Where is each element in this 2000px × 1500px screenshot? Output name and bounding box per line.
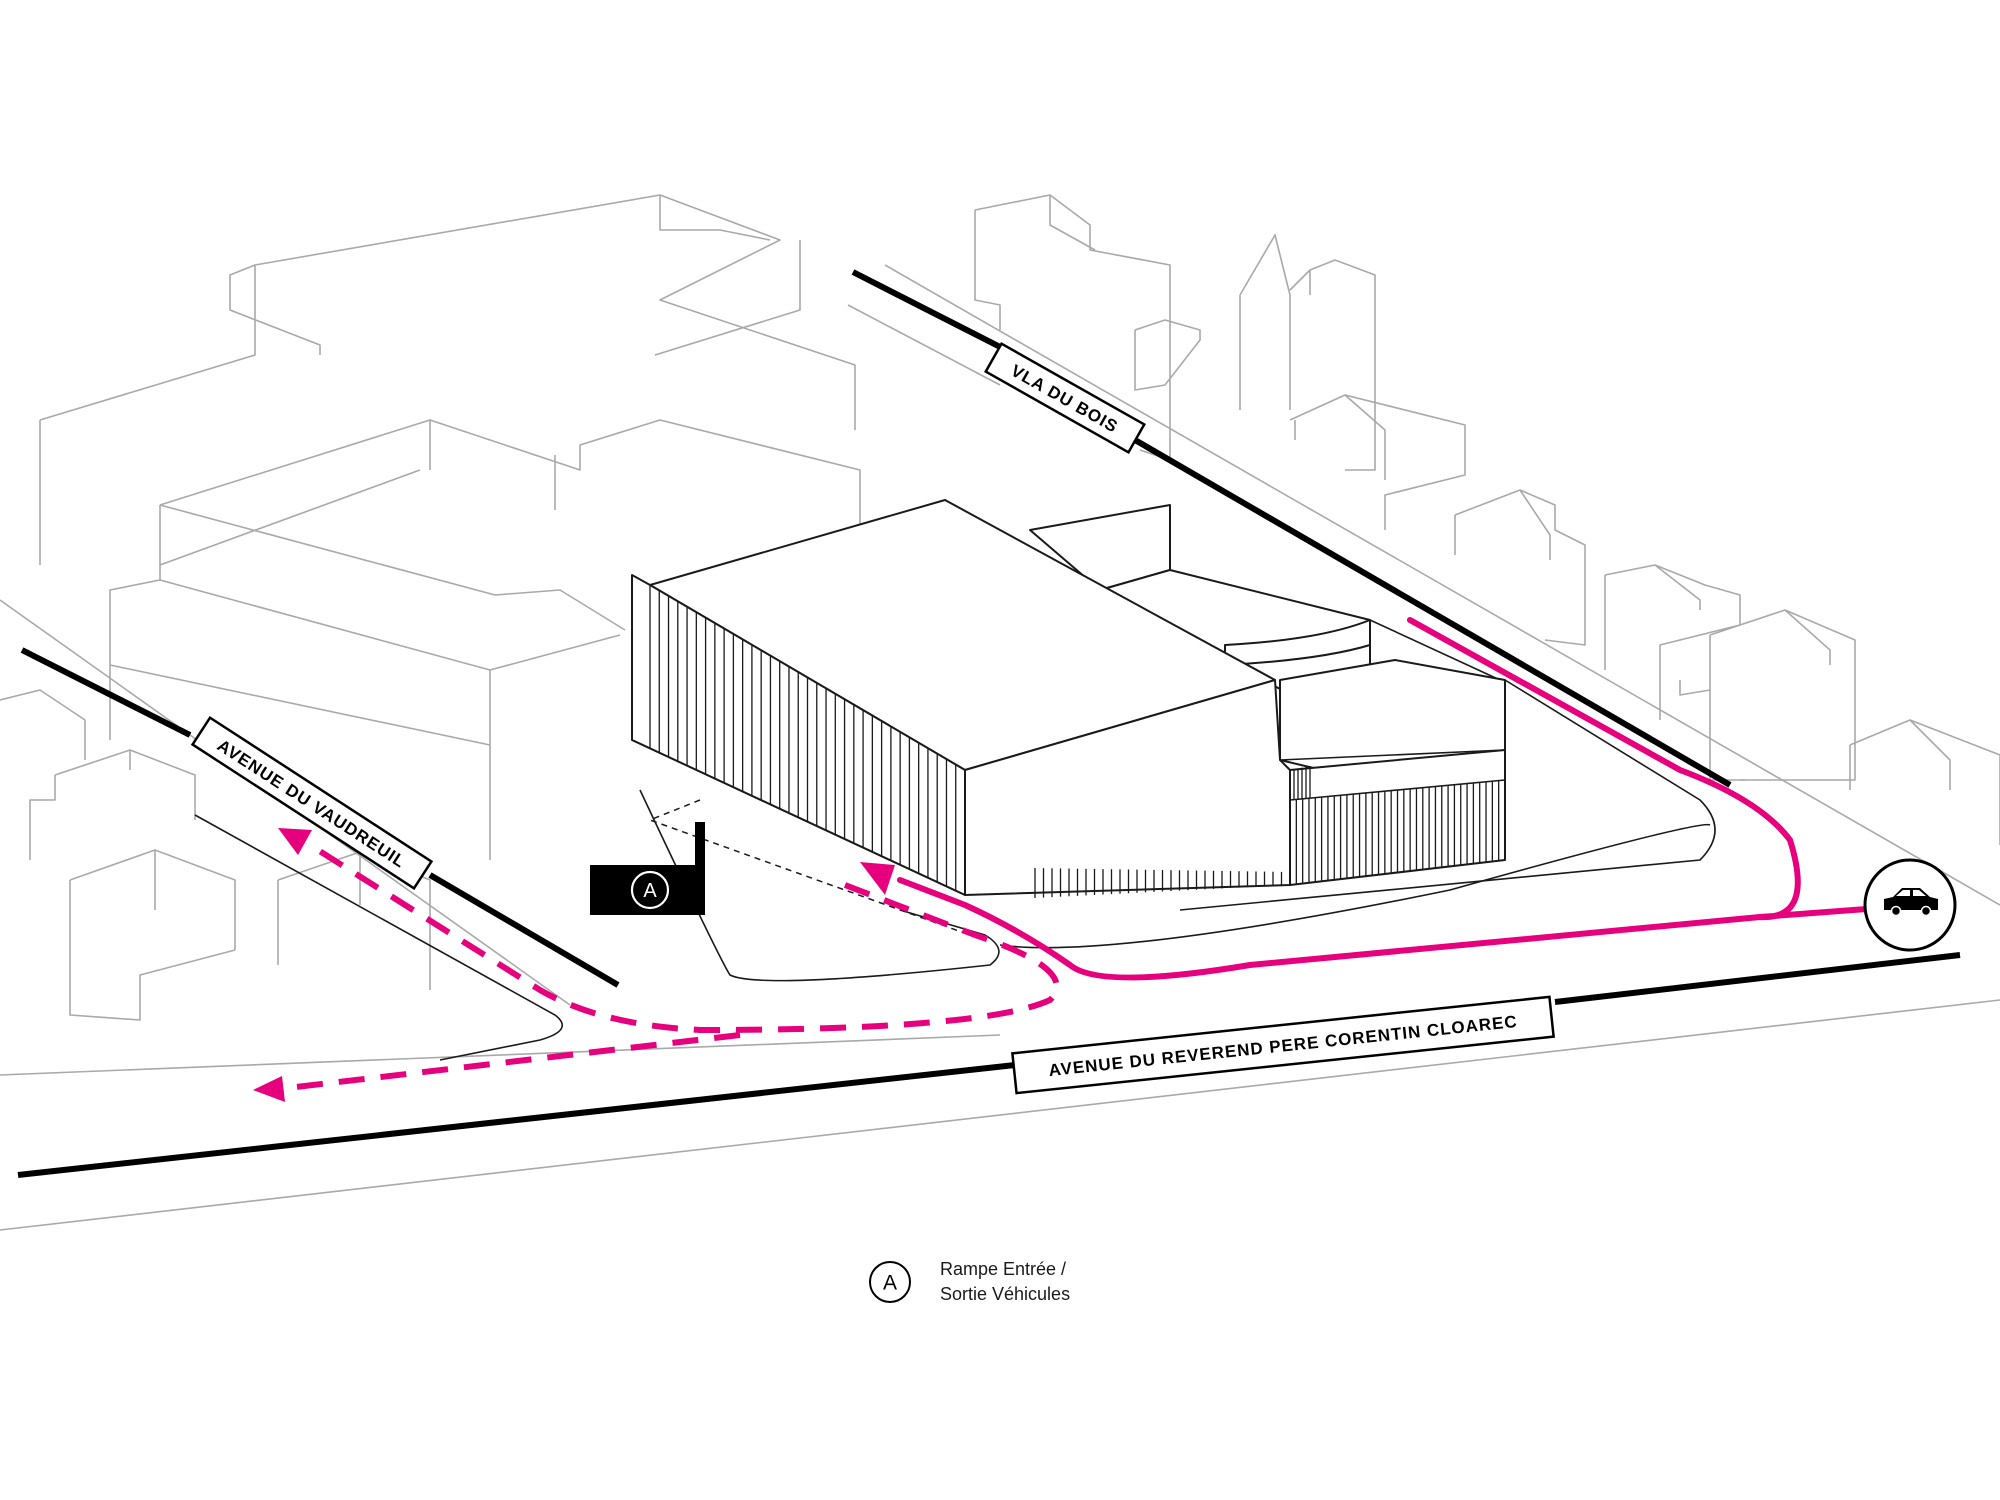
vehicle-exit-route: [269, 842, 1060, 1093]
street-name-vla-du-bois: VLA DU BOIS: [1008, 361, 1122, 437]
context-building-large: [39, 194, 861, 565]
legend-letter: A: [883, 1272, 897, 1295]
legend: A Rampe Entrée / Sortie Véhicules: [869, 1259, 1070, 1304]
road-vaudreuil-segment-2: [428, 872, 620, 988]
main-building: [631, 499, 1506, 896]
facade-fins-podium: [1034, 868, 1291, 898]
context-building-mid: [109, 469, 626, 860]
facade-fins-annex: [1289, 766, 1506, 885]
car-icon: [1884, 888, 1938, 917]
context-buildings: [0, 194, 2000, 1021]
road-vla-du-bois-segment-1: [851, 269, 1012, 355]
road-cloarec-segment-2: [1554, 952, 1961, 1005]
vehicle-routes: [253, 617, 1883, 1102]
arrow-head-icon: [253, 1076, 285, 1102]
legend-line-2: Sortie Véhicules: [940, 1284, 1070, 1304]
ramp-outline: [647, 799, 971, 936]
arrow-head-icon: [278, 828, 312, 855]
road-vaudreuil-segment-1: [20, 647, 192, 738]
ramp-marker-letter: A: [643, 880, 657, 902]
car-badge: [1863, 858, 1957, 952]
ramp-marker: A: [590, 822, 705, 915]
road-vla-du-bois-segment-2: [1133, 437, 1732, 788]
street-label-cloarec: AVENUE DU REVEREND PERE CORENTIN CLOAREC: [1011, 995, 1555, 1095]
street-name-vaudreuil: AVENUE DU VAUDREUIL: [214, 736, 409, 872]
street-label-vla-du-bois: VLA DU BOIS: [984, 341, 1146, 455]
legend-line-1: Rampe Entrée /: [940, 1259, 1066, 1279]
road-cloarec-segment-1: [17, 1062, 1016, 1178]
facade-fins-front: [649, 585, 966, 895]
street-label-vaudreuil: AVENUE DU VAUDREUIL: [190, 715, 434, 891]
vehicle-entry-route: [897, 617, 1883, 981]
arrow-head-icon: [860, 862, 895, 895]
road-lines: [17, 269, 1961, 1178]
